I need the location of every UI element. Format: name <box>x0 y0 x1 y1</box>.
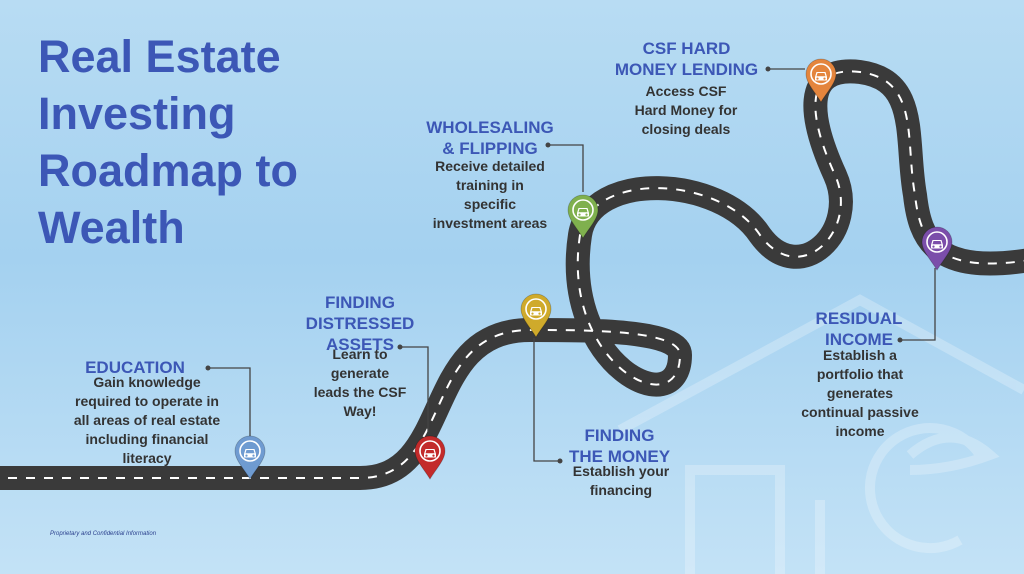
pin-ring <box>239 440 261 462</box>
stage-title-wholesaling-flipping: WHOLESALING & FLIPPING <box>426 118 554 158</box>
stage-description-finding-distressed-assets: Learn to generate leads the CSF Way! <box>313 346 407 419</box>
connector-residual-income <box>900 268 936 341</box>
pin-ring <box>419 440 441 462</box>
car-icon <box>815 72 827 81</box>
location-pin-finding-distressed-assets <box>414 435 446 480</box>
page-title: Real Estate Investing Roadmap to Wealth <box>38 31 299 253</box>
connector-dot-finding-the-money <box>557 458 563 464</box>
pin-marker <box>234 435 266 480</box>
pin-ring <box>525 298 547 320</box>
connector-dot-residual-income <box>897 337 903 343</box>
location-pin-finding-the-money <box>520 293 552 338</box>
pin-ring <box>926 231 948 253</box>
pin-marker <box>805 58 837 103</box>
location-pin-residual-income <box>921 226 953 271</box>
car-icon <box>577 208 589 217</box>
location-pin-education <box>234 435 266 480</box>
pin-ring <box>810 63 832 85</box>
stage-title-finding-distressed-assets: FINDING DISTRESSED ASSETS <box>305 293 415 354</box>
stage-description-wholesaling-flipping: Receive detailed training in specific in… <box>432 158 548 231</box>
watermark-logo <box>617 294 1024 574</box>
connector-finding-distressed-assets <box>400 346 429 432</box>
connector-dot-finding-distressed-assets <box>397 344 403 350</box>
location-pin-csf-hard-money-lending <box>805 58 837 103</box>
pin-marker <box>921 226 953 271</box>
road-lane-marking <box>0 70 1024 479</box>
stage-description-finding-the-money: Establish your financing <box>572 463 670 498</box>
connector-finding-the-money <box>533 338 560 462</box>
confidential-footer: Proprietary and Confidential Information <box>50 531 157 537</box>
car-icon <box>931 240 943 249</box>
stage-title-csf-hard-money-lending: CSF HARD MONEY LENDING <box>614 39 759 79</box>
connector-dot-wholesaling-flipping <box>545 142 551 148</box>
connector-lines <box>208 68 936 462</box>
stage-description-csf-hard-money-lending: Access CSF Hard Money for closing deals <box>634 83 738 137</box>
pin-marker <box>414 435 446 480</box>
connector-wholesaling-flipping <box>548 144 584 192</box>
pin-marker <box>567 194 599 239</box>
stage-description-residual-income: Establish a portfolio that generates con… <box>801 347 919 439</box>
connector-dot-csf-hard-money-lending <box>765 66 771 72</box>
location-pin-wholesaling-flipping <box>567 194 599 239</box>
car-icon <box>244 449 256 458</box>
connector-dot-education <box>205 365 211 371</box>
stage-title-residual-income: RESIDUAL INCOME <box>815 309 903 349</box>
car-icon <box>424 449 436 458</box>
stage-title-finding-the-money: FINDING THE MONEY <box>568 426 671 466</box>
car-icon <box>530 307 542 316</box>
pin-ring <box>572 199 594 221</box>
stage-title-education: EDUCATION <box>85 358 185 377</box>
connector-education <box>208 367 251 440</box>
stage-description-education: Gain knowledge required to operate in al… <box>73 374 221 466</box>
location-pins <box>234 58 953 480</box>
connector-dots <box>205 66 903 464</box>
pin-marker <box>520 293 552 338</box>
